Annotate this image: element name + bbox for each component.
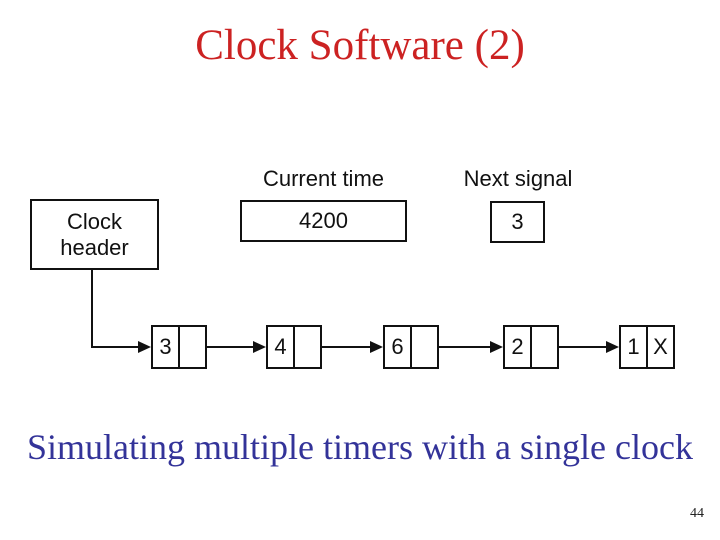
- arrow-line: [207, 346, 254, 348]
- next-signal-value: 3: [511, 209, 524, 234]
- next-signal-box: 3: [490, 201, 545, 243]
- arrow-line: [439, 346, 491, 348]
- arrowhead-icon: [490, 341, 503, 353]
- page-title: Clock Software (2): [195, 22, 525, 69]
- clock-header-label: Clock header: [60, 208, 129, 260]
- arrow-connector: [559, 341, 619, 353]
- node-pointer-cell: [532, 327, 557, 367]
- node-value-cell: 3: [153, 327, 180, 367]
- list-node: 2: [503, 325, 559, 369]
- list-node: 4: [266, 325, 322, 369]
- node-pointer-cell: [180, 327, 205, 367]
- current-time-label: Current time: [262, 166, 385, 191]
- node-pointer-cell: [412, 327, 437, 367]
- node-value-cell: 1: [621, 327, 648, 367]
- arrowhead-icon: [253, 341, 266, 353]
- list-node: 1 X: [619, 325, 675, 369]
- arrow-line: [559, 346, 607, 348]
- current-time-value: 4200: [299, 208, 348, 233]
- page-number: 44: [690, 506, 704, 521]
- arrow-connector: [322, 341, 383, 353]
- arrow-connector: [207, 341, 266, 353]
- arrowhead-icon: [370, 341, 383, 353]
- arrowhead-icon: [138, 341, 151, 353]
- next-signal-label: Next signal: [463, 166, 573, 191]
- node-value-cell: 2: [505, 327, 532, 367]
- node-pointer-cell: [295, 327, 320, 367]
- clock-header-box: Clock header: [30, 199, 159, 270]
- node-value-cell: 6: [385, 327, 412, 367]
- arrow-connector: [439, 341, 503, 353]
- arrowhead-icon: [606, 341, 619, 353]
- arrow-line: [91, 346, 139, 348]
- connector-line-vertical: [91, 269, 93, 348]
- list-node: 3: [151, 325, 207, 369]
- list-node: 6: [383, 325, 439, 369]
- node-pointer-cell: X: [653, 334, 668, 359]
- current-time-box: 4200: [240, 200, 407, 242]
- node-value-cell: 4: [268, 327, 295, 367]
- arrow-line: [322, 346, 371, 348]
- head-arrow-connector: [91, 341, 151, 353]
- slide-caption: Simulating multiple timers with a single…: [27, 427, 693, 467]
